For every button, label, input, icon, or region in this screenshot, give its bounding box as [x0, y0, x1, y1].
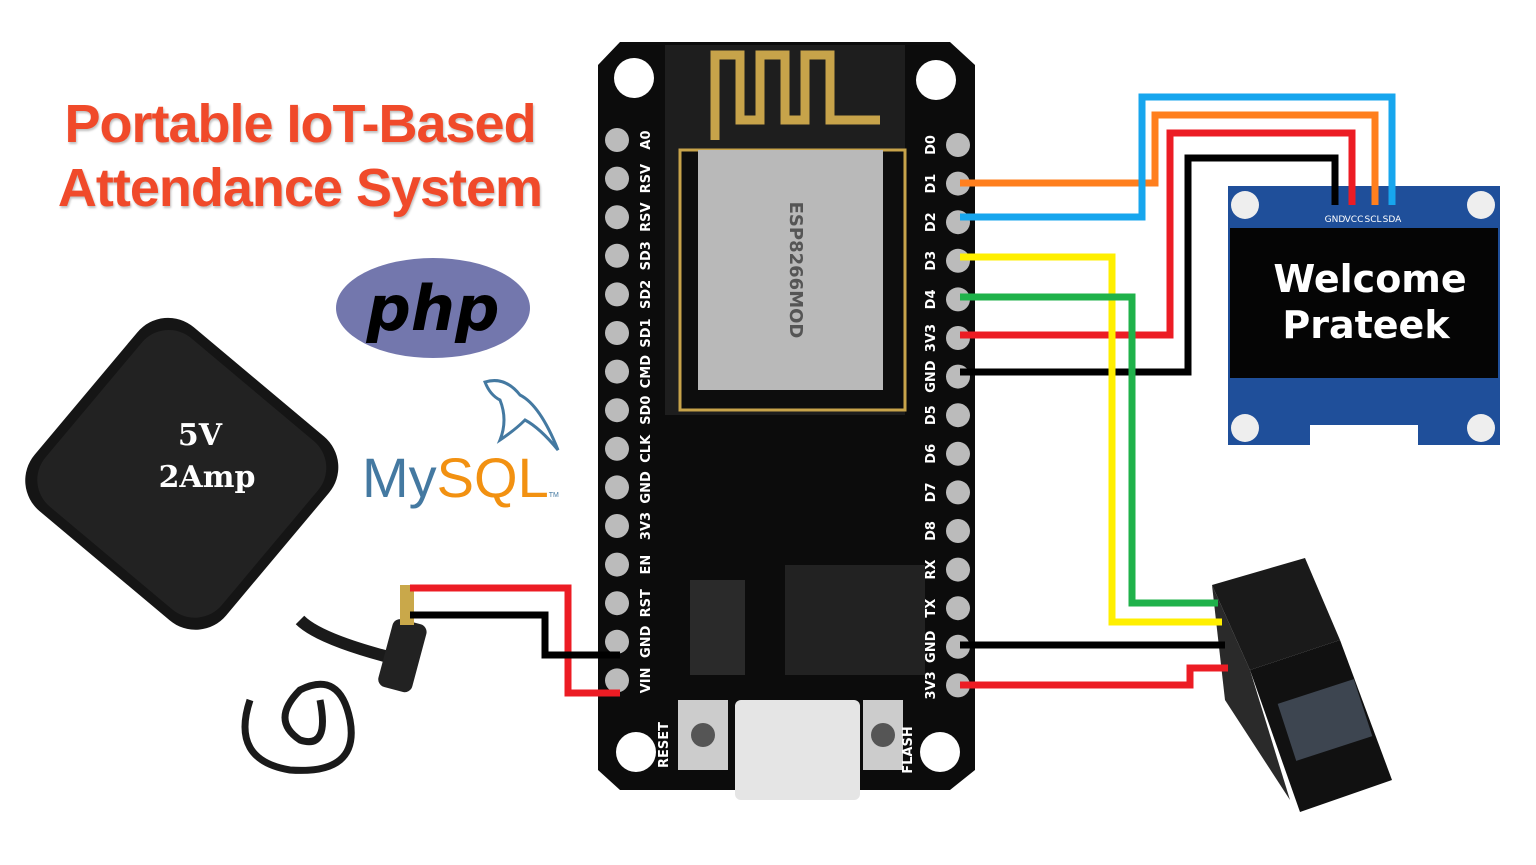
right-pin-label: D7 — [924, 482, 939, 502]
pin-header — [605, 166, 629, 191]
php-logo: php — [336, 258, 530, 358]
pin-header — [605, 591, 629, 616]
pin-header — [946, 171, 970, 196]
right-pin-label: RX — [924, 560, 939, 580]
esp-module-shield — [698, 150, 883, 390]
pin-header — [605, 398, 629, 423]
right-pin-label: D0 — [924, 135, 939, 155]
reset-label: RESET — [657, 722, 672, 768]
black-wire — [410, 611, 620, 659]
pin-header — [605, 321, 629, 345]
pin-header — [946, 287, 970, 312]
right-pin-label: GND — [924, 630, 939, 663]
left-pin-label: CMD — [639, 355, 654, 388]
left-pin-label: CLK — [639, 434, 654, 463]
pin-header — [946, 248, 970, 273]
fingerprint-sensor — [1212, 558, 1392, 812]
left-pin-label: A0 — [639, 130, 654, 149]
yellow-wire — [960, 253, 1222, 626]
red-wire — [960, 129, 1356, 339]
power-adapter: 5V 2Amp — [25, 317, 427, 774]
right-pin-label: D3 — [924, 251, 939, 271]
left-pin-label: RSV — [639, 164, 654, 193]
left-pin-label: SD0 — [639, 396, 654, 425]
mysql-my: My — [362, 446, 437, 509]
pin-header — [605, 668, 629, 693]
adapter-current: 2Amp — [159, 460, 256, 495]
pin-header — [605, 359, 629, 384]
right-pin-label: D1 — [924, 174, 939, 194]
pin-header — [605, 282, 629, 307]
oled-pin-label: SCL — [1364, 215, 1381, 225]
pin-header — [946, 557, 970, 582]
right-pin-label: D5 — [924, 405, 939, 425]
right-pin-label: D8 — [924, 521, 939, 541]
right-pin-label: 3V3 — [924, 671, 939, 699]
orange-wire — [960, 111, 1379, 205]
title-line-1: Portable IoT-Based — [64, 94, 536, 154]
pin-header — [946, 673, 970, 698]
pin-header — [605, 552, 629, 577]
pin-header — [946, 480, 970, 505]
flash-label: FLASH — [901, 726, 916, 773]
left-pin-label: RST — [639, 589, 654, 617]
left-pin-label: SD1 — [639, 318, 654, 347]
oled-pin-label: GND — [1325, 215, 1346, 225]
pin-header — [946, 133, 970, 157]
mysql-logo-text: MySQLTM — [362, 446, 559, 509]
pin-header — [605, 629, 629, 654]
left-pin-label: SD3 — [639, 241, 654, 270]
right-pin-label: GND — [924, 360, 939, 393]
blue-wire — [960, 93, 1396, 221]
oled-line-1: Welcome — [1273, 257, 1466, 301]
mysql-tm: TM — [549, 492, 559, 499]
mysql-logo: MySQLTM — [362, 379, 560, 509]
pin-header — [605, 128, 629, 152]
right-pin-label: TX — [924, 599, 939, 618]
pin-header — [946, 364, 970, 389]
left-pin-label: GND — [639, 625, 654, 658]
pin-header — [605, 243, 629, 268]
pin-header — [946, 596, 970, 621]
right-pin-label: D6 — [924, 444, 939, 464]
left-pin-label: EN — [639, 555, 654, 575]
adapter-voltage: 5V — [178, 418, 223, 453]
pin-header — [946, 634, 970, 659]
left-pin-label: VIN — [639, 668, 654, 694]
red-wire — [960, 664, 1228, 689]
pin-header — [946, 519, 970, 543]
mysql-sql: SQL — [437, 446, 549, 509]
left-pin-label: SD2 — [639, 280, 654, 309]
pin-header — [605, 514, 629, 538]
oled-pin-label: VCC — [1345, 215, 1364, 225]
title-line-2: Attendance System — [57, 158, 543, 218]
green-wire — [960, 293, 1218, 607]
usb-port — [735, 700, 860, 800]
left-pin-label: RSV — [639, 202, 654, 231]
pin-header — [605, 436, 629, 461]
pin-header — [605, 205, 629, 230]
right-pin-label: D4 — [924, 289, 939, 309]
pin-header — [946, 441, 970, 466]
php-logo-text: php — [366, 272, 500, 345]
pin-header — [946, 403, 970, 428]
page-title: Portable IoT-Based Attendance System — [20, 92, 580, 220]
oled-pin-label: SDA — [1383, 215, 1402, 225]
nodemcu-board: ESP8266MOD RESET FLASH D0D1D2D3D43V3GNDD… — [598, 42, 975, 800]
dolphin-icon — [483, 379, 560, 451]
red-wire — [410, 584, 620, 697]
oled-line-2: Prateek — [1282, 303, 1450, 347]
right-pin-label: 3V3 — [924, 324, 939, 352]
left-pin-label: 3V3 — [639, 512, 654, 540]
pin-header — [605, 475, 629, 500]
module-text: ESP8266MOD — [785, 202, 806, 339]
left-pin-label: GND — [639, 471, 654, 504]
right-pin-label: D2 — [924, 212, 939, 232]
